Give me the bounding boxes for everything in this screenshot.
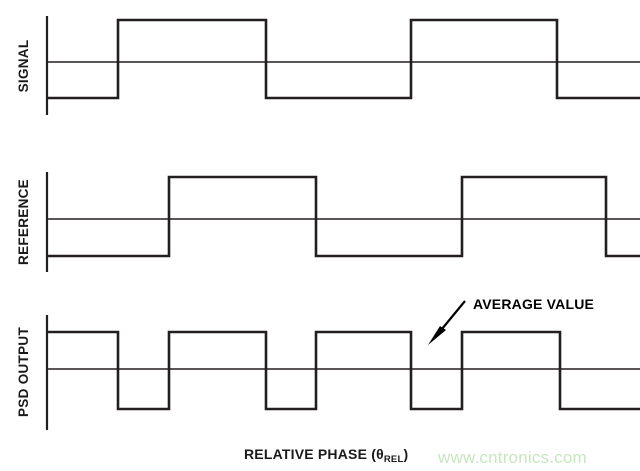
average-value-arrow-head [428, 326, 446, 345]
average-value-annotation: AVERAGE VALUE [428, 296, 594, 345]
panel-reference: REFERENCE [16, 172, 640, 272]
x-axis-label: RELATIVE PHASE (θREL) [244, 446, 408, 465]
panel-psd-output: PSD OUTPUT AVERAGE VALUE [16, 296, 640, 430]
x-axis-label-subscript: REL [384, 454, 404, 465]
panel-label-reference: REFERENCE [16, 179, 31, 265]
average-value-label: AVERAGE VALUE [473, 296, 594, 312]
panel-label-signal: SIGNAL [16, 40, 31, 93]
reference-waveform [47, 175, 640, 258]
x-axis-label-group: RELATIVE PHASE (θREL) [244, 446, 408, 465]
x-axis-label-close: ) [403, 446, 408, 462]
watermark-text: www.cntronics.com [437, 448, 587, 467]
psd-waveform [47, 330, 640, 411]
signal-waveform [47, 18, 640, 100]
panel-label-psd-output: PSD OUTPUT [16, 327, 31, 417]
x-axis-label-main: RELATIVE PHASE ( [244, 446, 376, 462]
panel-signal: SIGNAL [16, 16, 640, 115]
x-axis-label-symbol: θ [376, 446, 384, 462]
